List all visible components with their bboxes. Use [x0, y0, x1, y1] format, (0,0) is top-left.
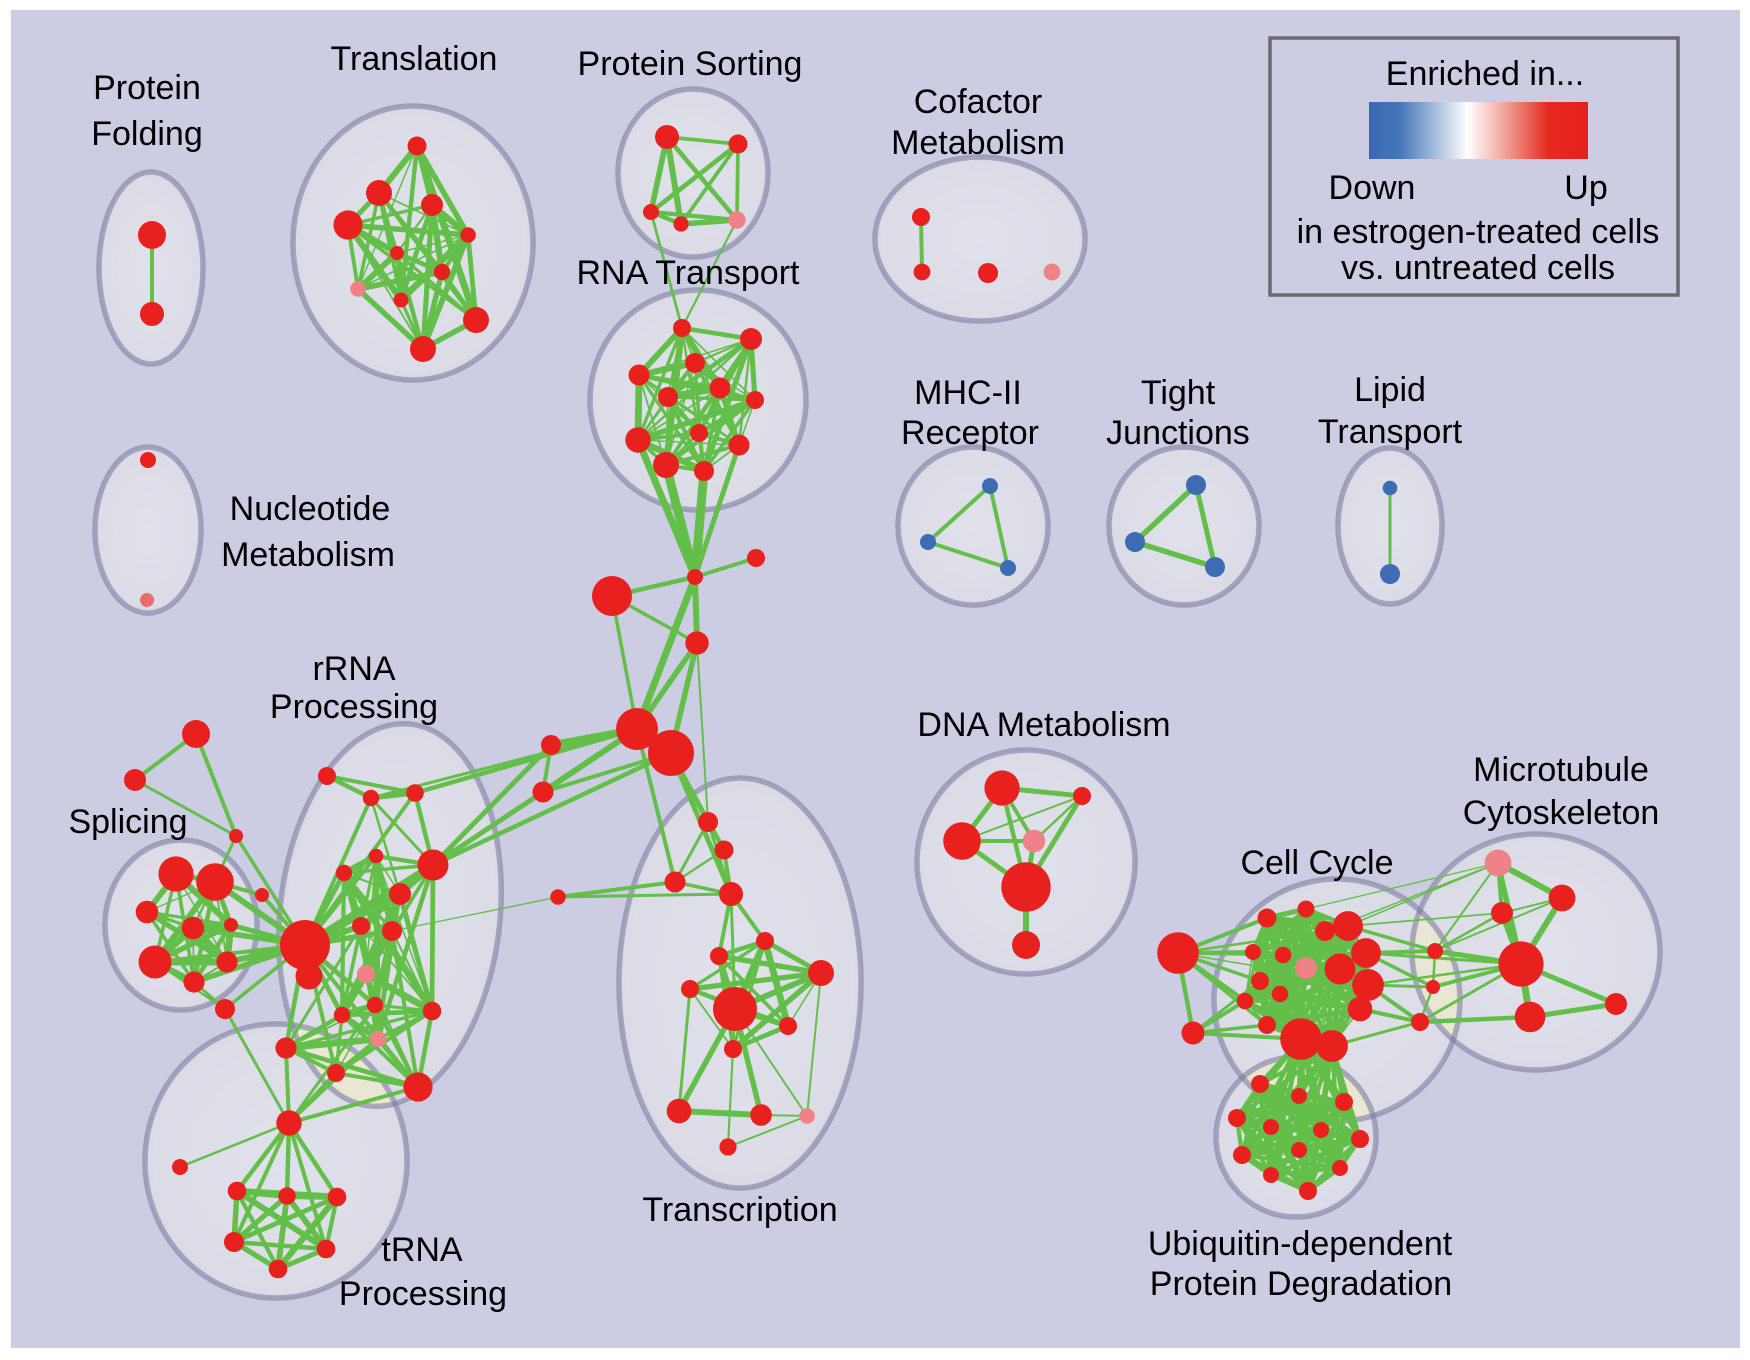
svg-text:Cofactor: Cofactor	[914, 83, 1043, 121]
svg-text:Splicing: Splicing	[68, 803, 187, 841]
svg-text:Down: Down	[1329, 169, 1416, 207]
svg-text:Metabolism: Metabolism	[221, 536, 395, 574]
svg-text:Processing: Processing	[270, 688, 438, 726]
svg-text:Ubiquitin-dependent: Ubiquitin-dependent	[1148, 1225, 1453, 1263]
svg-text:Microtubule: Microtubule	[1473, 751, 1649, 789]
svg-text:Junctions: Junctions	[1106, 414, 1250, 452]
svg-text:Up: Up	[1564, 169, 1607, 207]
svg-text:Transport: Transport	[1318, 413, 1463, 451]
svg-text:Lipid: Lipid	[1354, 371, 1426, 409]
svg-text:DNA Metabolism: DNA Metabolism	[917, 706, 1170, 744]
svg-text:MHC-II: MHC-II	[914, 374, 1022, 412]
svg-text:Tight: Tight	[1141, 374, 1216, 412]
svg-text:Enriched in...: Enriched in...	[1386, 55, 1584, 93]
svg-text:Metabolism: Metabolism	[891, 124, 1065, 162]
svg-text:Transcription: Transcription	[642, 1191, 837, 1229]
svg-text:RNA Transport: RNA Transport	[577, 254, 801, 292]
svg-text:Processing: Processing	[339, 1275, 507, 1313]
svg-text:vs. untreated cells: vs. untreated cells	[1341, 249, 1615, 287]
svg-text:Nucleotide: Nucleotide	[230, 490, 391, 528]
svg-text:Folding: Folding	[91, 115, 203, 153]
svg-text:Protein Degradation: Protein Degradation	[1150, 1265, 1452, 1303]
svg-text:Protein Sorting: Protein Sorting	[578, 45, 803, 83]
svg-text:Receptor: Receptor	[901, 414, 1039, 452]
svg-text:Translation: Translation	[331, 40, 498, 78]
svg-text:Protein: Protein	[93, 69, 201, 107]
svg-text:rRNA: rRNA	[312, 650, 395, 688]
svg-text:Cytoskeleton: Cytoskeleton	[1463, 794, 1660, 832]
svg-text:tRNA: tRNA	[381, 1231, 463, 1269]
svg-text:Cell Cycle: Cell Cycle	[1240, 844, 1393, 882]
svg-text:in estrogen-treated cells: in estrogen-treated cells	[1297, 213, 1660, 251]
